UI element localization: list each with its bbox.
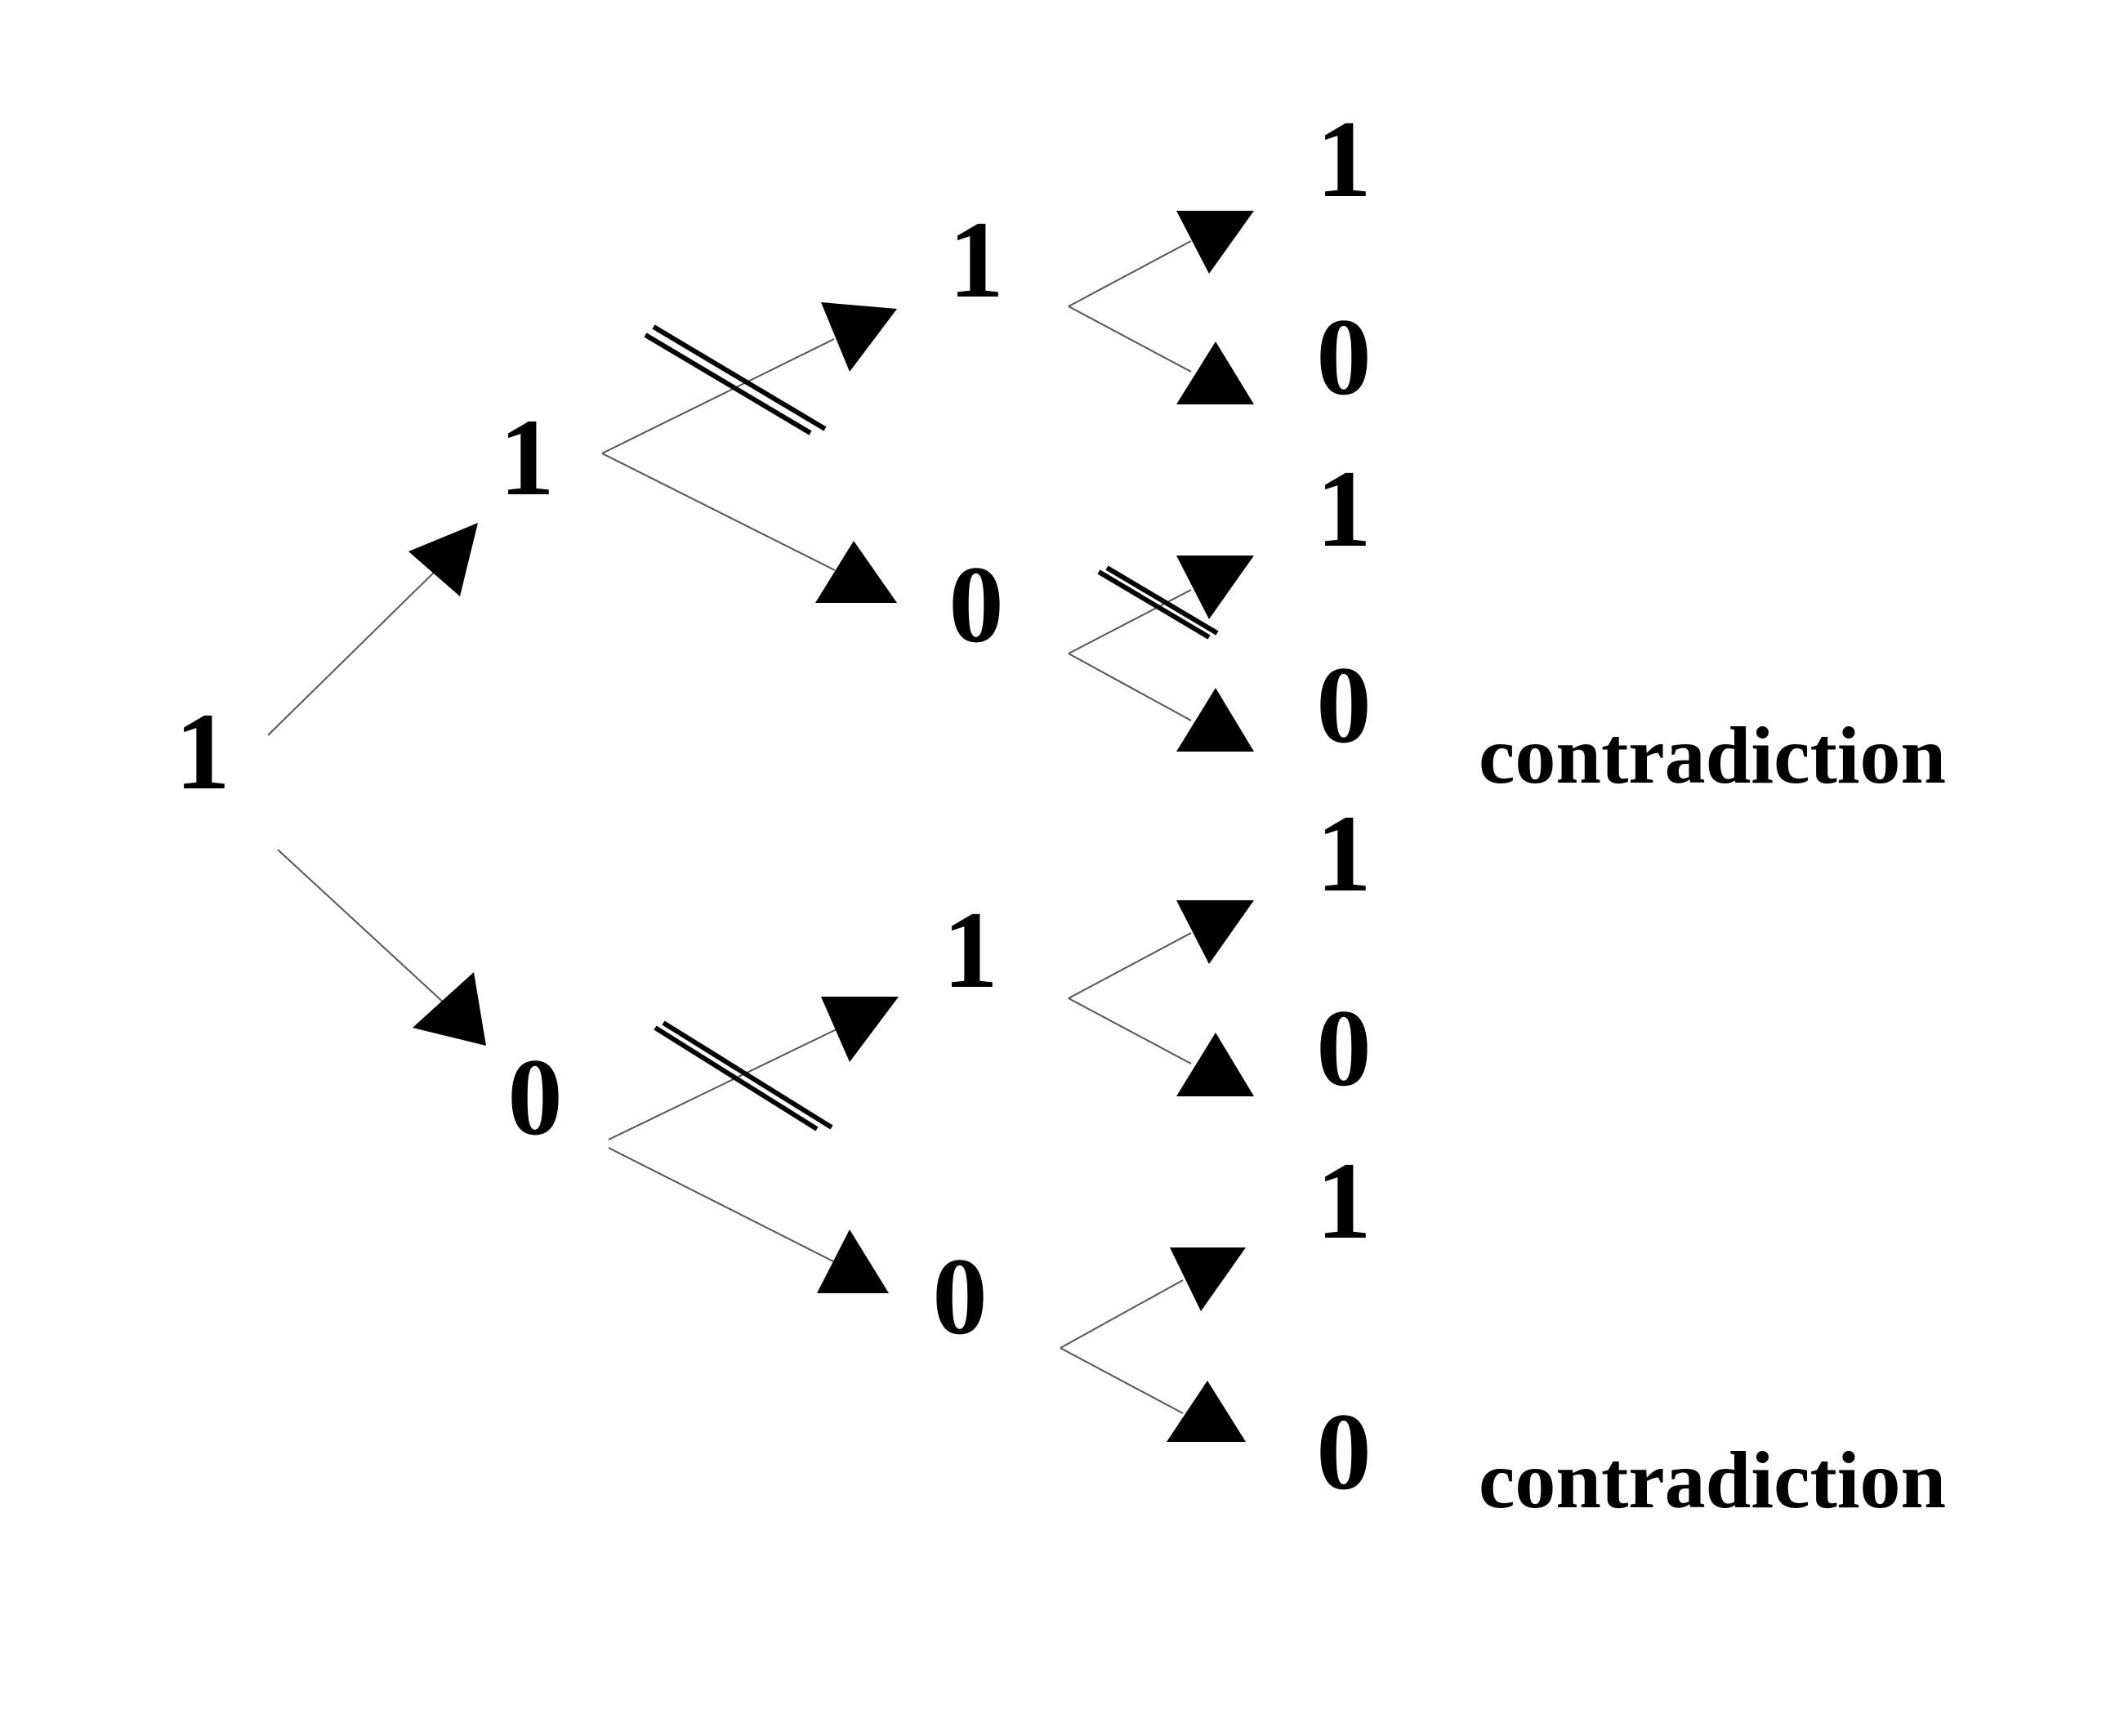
node-l1-top: 1	[499, 397, 555, 519]
edge-l2-a-to-leaf-1	[1068, 240, 1192, 307]
edge-l1-bottom-to-l2-c	[608, 1027, 841, 1140]
edge-root-to-l1-bottom	[277, 849, 447, 1006]
node-root: 1	[175, 691, 230, 813]
leaf-node-3: 1	[1316, 449, 1372, 570]
arrowhead-to-l1-top	[408, 523, 478, 596]
arrowhead-to-l2-c	[821, 997, 899, 1062]
arrowhead-to-leaf-5	[1176, 900, 1254, 964]
leaf-node-8: 0	[1316, 1391, 1372, 1513]
tree-notes: contradiction contradiction	[1479, 710, 1946, 1525]
leaf-node-7: 1	[1316, 1140, 1372, 1262]
contradiction-note-1: contradiction	[1479, 710, 1946, 801]
arrowhead-to-l2-b	[815, 541, 897, 603]
edge-l1-bottom-to-l2-d	[608, 1147, 836, 1263]
edge-l2-d-to-leaf-7	[1060, 1279, 1184, 1349]
arrowhead-to-leaf-8	[1167, 1381, 1246, 1442]
node-l2-b: 0	[948, 544, 1004, 666]
cut-mark-l2-b-branch	[1097, 565, 1219, 640]
edge-l2-c-to-leaf-5	[1068, 932, 1192, 999]
arrowhead-to-leaf-6	[1176, 1033, 1254, 1096]
leaf-node-1: 1	[1316, 99, 1372, 221]
edge-l2-c-to-leaf-6	[1068, 997, 1192, 1064]
leaf-node-2: 0	[1316, 297, 1372, 418]
tree-arrowheads	[408, 211, 1254, 1442]
edge-l1-top-to-l2-a	[601, 338, 835, 454]
arrowhead-to-leaf-3	[1176, 556, 1254, 619]
node-l2-d: 0	[932, 1236, 988, 1358]
cut-mark-l1-bottom-branch	[654, 1020, 833, 1131]
edge-l2-d-to-leaf-8	[1060, 1347, 1184, 1414]
cut-mark-l1-top-branch	[644, 324, 827, 435]
node-l2-a: 1	[948, 199, 1004, 321]
node-l2-c: 1	[943, 890, 998, 1011]
node-l1-bottom: 0	[507, 1037, 563, 1158]
arrowhead-to-leaf-2	[1176, 341, 1254, 404]
contradiction-note-2: contradiction	[1479, 1435, 1946, 1525]
leaf-node-6: 0	[1316, 988, 1372, 1109]
arrowhead-to-l1-bottom	[413, 972, 486, 1046]
leaf-node-4: 0	[1316, 645, 1372, 766]
tree-node-labels: 1 1 0 1 0 1 0 1 0 1 0 1 0 1 0	[175, 99, 1372, 1513]
arrowhead-to-l2-d	[817, 1229, 889, 1293]
edge-l1-top-to-l2-b	[601, 453, 836, 571]
edge-l2-b-to-leaf-4	[1068, 653, 1192, 721]
cut-marks	[644, 324, 1219, 1131]
leaf-node-5: 1	[1316, 793, 1372, 915]
arrowhead-to-leaf-7	[1170, 1247, 1246, 1311]
edge-l2-b-to-leaf-3	[1068, 589, 1192, 654]
arrowhead-to-l2-a	[821, 302, 897, 372]
tree-edges	[267, 240, 1192, 1414]
arrowhead-to-leaf-1	[1176, 211, 1254, 274]
edge-root-to-l1-top	[267, 563, 444, 736]
edge-l2-a-to-leaf-2	[1068, 306, 1192, 373]
arrowhead-to-leaf-4	[1176, 688, 1254, 752]
